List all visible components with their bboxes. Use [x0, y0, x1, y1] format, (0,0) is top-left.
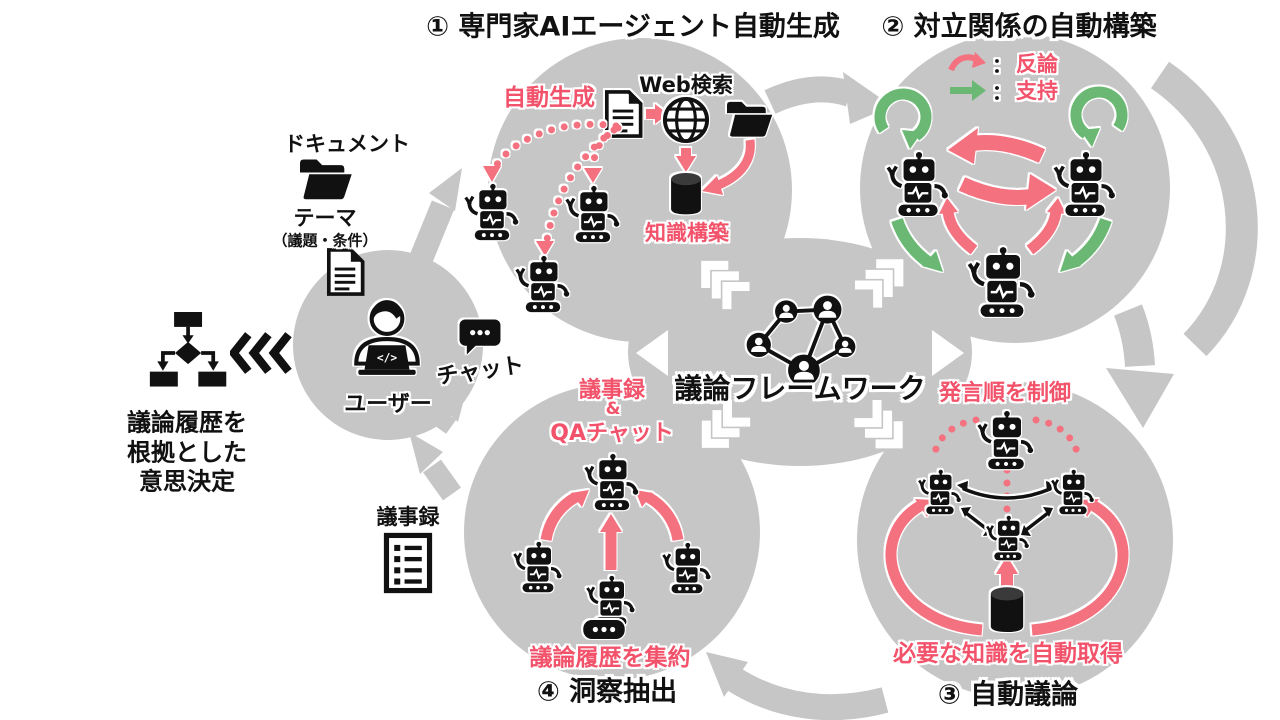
legend-support: ： 支持: [948, 75, 1058, 105]
ellipsis-bubble-icon: [583, 620, 625, 639]
globe-icon: [662, 96, 710, 144]
control-order-label: 発言順を制御: [938, 381, 1072, 406]
rebuttal-arrow-left: [948, 128, 1046, 164]
minutes-qa-line2: QAチャット: [550, 421, 674, 446]
document-icon: [329, 250, 363, 294]
right-arrowhead-icon: [932, 330, 964, 376]
legend-colon: ：: [992, 52, 1012, 77]
chevrons-down-right-icon: [854, 400, 903, 449]
user-label: ユーザー: [344, 392, 432, 417]
support-arrow-right: [1060, 217, 1112, 272]
center-label: 議論フレームワーク: [674, 372, 926, 405]
minutes-qa-amp: &: [605, 399, 621, 419]
folder-to-db-arrow: [702, 139, 755, 195]
doc-to-web-arrow: [646, 104, 668, 124]
step1-group: [463, 92, 773, 313]
refresh-loop-icon: [1070, 86, 1128, 147]
rebuttal-arrow-icon: [948, 52, 986, 72]
theme-note-label: （議題・条件）: [272, 231, 378, 250]
decision-line3: 意思決定: [139, 467, 235, 496]
knowledge-build-label: 知識構築: [645, 221, 729, 245]
acquire-curve-right: [1031, 499, 1129, 636]
aggregate-arrow-mid: [600, 514, 622, 570]
chevrons-up-right-icon: [855, 259, 904, 308]
auto-generate-label: 自動生成: [503, 85, 595, 111]
aggregate-label: 議論履歴を集約: [529, 645, 691, 671]
theme-label: テーマ: [293, 206, 357, 230]
acquire-curve-left: [885, 499, 983, 636]
rebuttal-arrow-up-right: [1026, 198, 1066, 255]
flowchart-icon: [148, 310, 229, 389]
step2-group: [874, 86, 1128, 317]
decision-line2: 根拠とした: [127, 438, 247, 467]
center-hub-bg: [628, 238, 972, 466]
legend-support-label: 支持: [1016, 79, 1058, 103]
support-arrow-icon: [950, 80, 986, 101]
center-chevrons: [636, 259, 964, 449]
triple-chevron-icon: [234, 335, 289, 372]
left-arrowhead-icon: [636, 330, 668, 376]
database-icon: [671, 172, 701, 215]
step3-title: ③ 自動議論: [937, 679, 1079, 711]
database-icon: [990, 587, 1024, 633]
minutes-qa-line1: 議事録: [578, 378, 646, 403]
minutes-list-icon: [386, 535, 429, 590]
refresh-loop-icon: [874, 88, 932, 149]
step4-title: ④ 洞察抽出: [536, 676, 678, 708]
auto-acquire-label: 必要な知識を自動取得: [893, 641, 1123, 667]
legend-rebuttal: ： 反論: [948, 48, 1058, 78]
aggregate-arrow-left: [540, 490, 589, 542]
db-to-robot-arrow: [996, 556, 1018, 588]
chevrons-up-left-icon: [701, 260, 750, 310]
step3-group: [885, 410, 1129, 636]
chevrons-down-left-icon: [701, 399, 751, 448]
folder-icon: [300, 159, 352, 200]
auto-generate-dotted-arrows: [483, 120, 622, 256]
web-search-label: Web検索: [639, 73, 733, 97]
rebuttal-arrow-right: [958, 174, 1056, 210]
document-label: ドキュメント: [284, 132, 410, 156]
step1-title: ① 専門家AIエージェント自動生成: [426, 11, 840, 43]
legend-colon: ：: [992, 79, 1012, 104]
step2-title: ② 対立関係の自動構築: [881, 11, 1157, 43]
aggregate-arrow-right: [635, 490, 684, 542]
web-to-db-arrow: [676, 148, 696, 172]
step4-group: [512, 453, 713, 639]
support-arrow-left: [891, 217, 943, 272]
minutes-label: 議事録: [376, 505, 440, 529]
decision-line1: 議論履歴を: [127, 408, 247, 437]
rebuttal-arrow-up-left: [939, 198, 978, 255]
legend-rebuttal-label: 反論: [1016, 52, 1058, 76]
